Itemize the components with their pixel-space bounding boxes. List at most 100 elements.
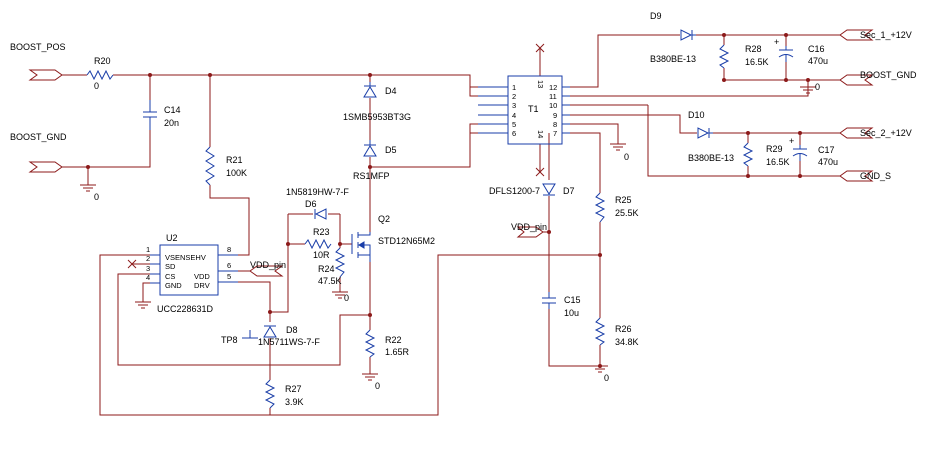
u2-pinnum-5: 5 (227, 272, 231, 281)
d8-part: 1N5711WS-7-F (258, 337, 320, 347)
port-gnd-s[interactable]: GND_S (839, 170, 891, 182)
tp8-ref: TP8 (221, 335, 238, 345)
d7-ref: D7 (563, 186, 575, 196)
q2-part: STD12N65M2 (378, 236, 435, 246)
c15-value: 10u (564, 308, 579, 318)
resistor-r20[interactable]: R20 0 (86, 56, 114, 91)
t1-pin-10: 10 (549, 101, 557, 110)
t1-ref: T1 (528, 104, 539, 114)
ground-label: 0 (375, 381, 380, 391)
diode-d9[interactable]: D9 B380BE-13 (650, 11, 696, 64)
resistor-r26[interactable]: R26 34.8K (594, 317, 639, 347)
resistor-r23[interactable]: R23 10R (304, 227, 332, 260)
capacitor-c17[interactable]: + C17 470u (789, 136, 838, 167)
r20-ref: R20 (94, 56, 111, 66)
c15-ref: C15 (564, 295, 581, 305)
ground-symbol (135, 301, 151, 309)
ground-symbol: 0 (592, 365, 609, 383)
t1-pin-5: 5 (512, 120, 516, 129)
capacitor-c16[interactable]: + C16 470u (774, 37, 828, 66)
d6-ref: D6 (305, 199, 317, 209)
resistor-r28[interactable]: R28 16.5K (718, 44, 769, 69)
port-sec1-label: Sec_1_+12V (860, 30, 912, 40)
u2-pinnum-4: 4 (146, 273, 150, 282)
r23-ref: R23 (313, 227, 330, 237)
d10-ref: D10 (688, 110, 705, 120)
diode-d8[interactable]: D8 1N5711WS-7-F (258, 325, 320, 347)
u2-part: UCC228631D (157, 304, 214, 314)
t1-pin-7: 7 (553, 129, 557, 138)
c17-ref: C17 (818, 145, 835, 155)
transformer-t1[interactable]: T1 1 2 3 4 5 6 12 11 10 9 8 7 13 14 (478, 75, 570, 145)
port-sec1[interactable]: Sec_1_+12V (839, 29, 912, 41)
r29-ref: R29 (766, 144, 783, 154)
capacitor-c14[interactable]: C14 20n (143, 100, 181, 130)
testpoint-tp8[interactable]: TP8 (221, 330, 258, 345)
junctions (86, 33, 810, 368)
ground-symbol: 0 (80, 184, 99, 202)
port-boost-gnd-out[interactable]: BOOST_GND (839, 70, 917, 86)
u2-pin-vdd: VDD (194, 272, 210, 281)
t1-pin-13: 13 (536, 80, 545, 88)
c17-plus: + (789, 136, 794, 146)
resistor-r27[interactable]: R27 3.9K (264, 379, 304, 409)
net-vdd-pin-label: VDD_pin (511, 222, 547, 232)
r29-value: 16.5K (766, 157, 790, 167)
port-sec2-label: Sec_2_+12V (860, 128, 912, 138)
ic-u2[interactable]: U2 VSENSEHV SD CS GND VDD DRV 1 2 3 4 6 … (146, 233, 238, 314)
port-boost-pos[interactable]: BOOST_POS (10, 42, 66, 81)
r28-ref: R28 (745, 44, 762, 54)
r27-ref: R27 (285, 384, 302, 394)
resistor-r21[interactable]: R21 100K (205, 146, 247, 186)
t1-pin-12: 12 (549, 83, 557, 92)
d5-ref: D5 (385, 145, 397, 155)
capacitor-c15[interactable]: C15 10u (542, 292, 581, 318)
diode-d10[interactable]: D10 B380BE-13 (688, 110, 734, 163)
port-boost-gnd-out-label: BOOST_GND (860, 70, 917, 80)
d4-ref: D4 (385, 86, 397, 96)
ground-symbol: 0 (332, 291, 349, 303)
r24-value: 47.5K (318, 276, 342, 286)
r27-value: 3.9K (285, 397, 304, 407)
port-boost-gnd-in[interactable]: BOOST_GND (10, 132, 67, 173)
c14-ref: C14 (164, 105, 181, 115)
mosfet-q2[interactable]: Q2 STD12N65M2 (351, 214, 435, 262)
diode-d7[interactable]: D7 DFLS1200-7 (489, 183, 575, 196)
port-vdd-pin-d7[interactable]: VDD_pin (511, 222, 547, 238)
d9-ref: D9 (650, 11, 662, 21)
u2-pin-sd: SD (165, 262, 176, 271)
q2-ref: Q2 (378, 214, 390, 224)
ground-label: 0 (815, 82, 820, 92)
r22-ref: R22 (385, 335, 402, 345)
ground-label: 0 (344, 293, 349, 303)
resistor-r24[interactable]: R24 47.5K (318, 247, 346, 286)
u2-pin-gnd: GND (165, 281, 182, 290)
resistor-r25[interactable]: R25 25.5K (594, 192, 639, 223)
port-sec2[interactable]: Sec_2_+12V (839, 127, 912, 139)
r25-value: 25.5K (615, 208, 639, 218)
port-vdd-pin-u2[interactable]: VDD_pin (249, 260, 286, 277)
u2-pinnum-2: 2 (146, 254, 150, 263)
d8-ref: D8 (286, 325, 298, 335)
diode-d5[interactable]: D5 RS1MFP (353, 140, 397, 181)
u2-pinnum-8: 8 (227, 245, 231, 254)
ground-label: 0 (624, 152, 629, 162)
port-boost-pos-label: BOOST_POS (10, 42, 66, 52)
resistor-r29[interactable]: R29 16.5K (742, 142, 790, 167)
port-gnd-s-label: GND_S (860, 171, 891, 181)
t1-pin-1: 1 (512, 83, 516, 92)
r21-value: 100K (226, 168, 247, 178)
u2-ref: U2 (166, 233, 178, 243)
u2-pinnum-6: 6 (227, 261, 231, 270)
diode-d4[interactable]: D4 1SMB5953BT3G (343, 82, 411, 122)
net-vdd-pin-label: VDD_pin (250, 260, 286, 270)
r21-ref: R21 (226, 155, 243, 165)
r28-value: 16.5K (745, 57, 769, 67)
resistor-r22[interactable]: R22 1.65R (364, 329, 410, 358)
t1-pin-4: 4 (512, 111, 516, 120)
diode-d6[interactable]: D6 1N5819HW-7-F (286, 187, 349, 220)
ground-symbol: 0 (610, 143, 629, 162)
port-boost-gnd-in-label: BOOST_GND (10, 132, 67, 142)
no-connect-marks (127, 43, 545, 269)
